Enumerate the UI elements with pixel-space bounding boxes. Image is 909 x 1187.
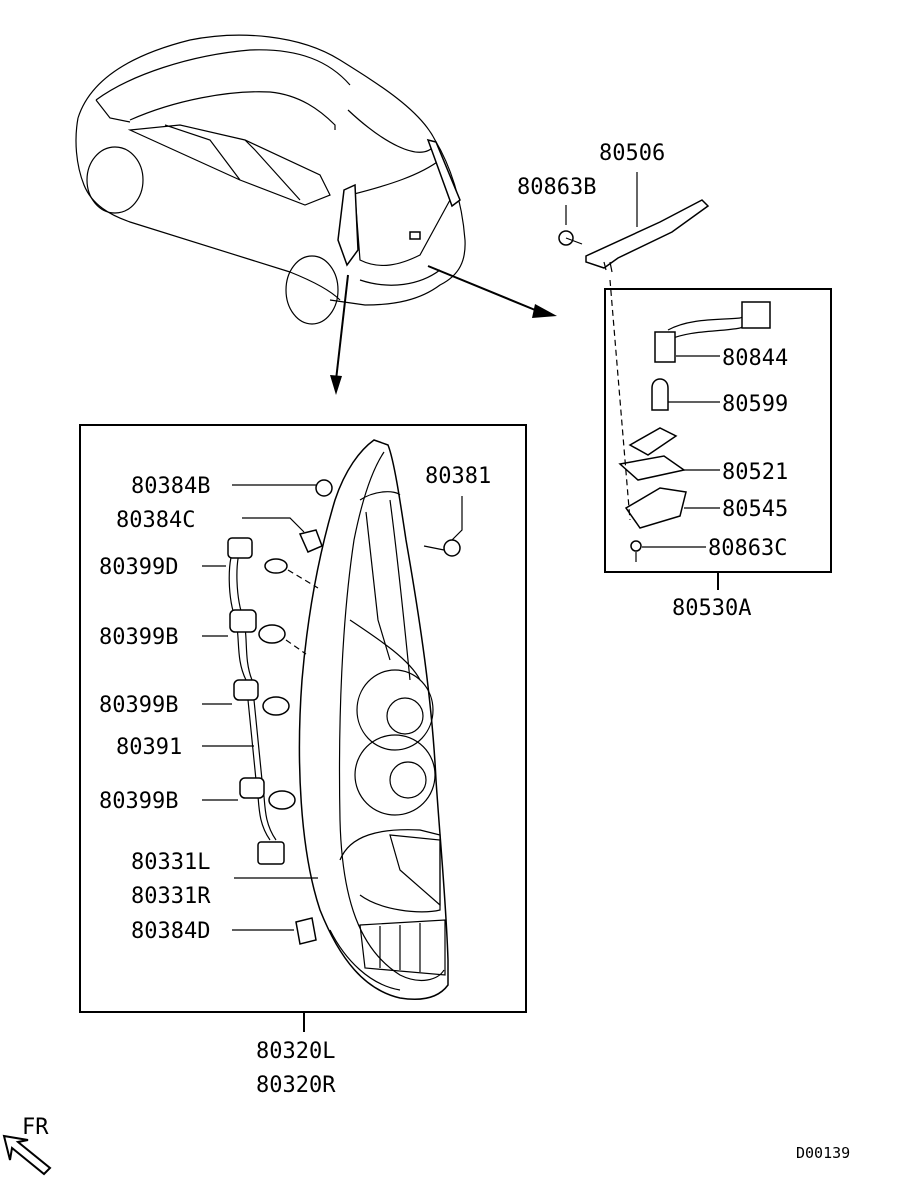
license-lamp-assembly [558, 172, 832, 590]
screw-icon [558, 205, 583, 246]
label-80384C: 80384C [116, 508, 195, 533]
connector-part [741, 301, 771, 329]
label-80521: 80521 [722, 460, 788, 485]
label-80384B: 80384B [131, 474, 210, 499]
socket-part [654, 331, 676, 363]
screw-icon [630, 540, 706, 562]
label-80863C: 80863C [708, 536, 787, 561]
label-80399B-1: 80399B [99, 625, 178, 650]
label-80399B-2: 80399B [99, 693, 178, 718]
tail-lamp-assembly [79, 424, 527, 1032]
label-80399B-3: 80399B [99, 789, 178, 814]
label-80384D: 80384D [131, 919, 210, 944]
lamp-housing-part [628, 427, 678, 456]
bulb-icon [651, 378, 720, 411]
label-80331L: 80331L [131, 850, 210, 875]
lens-part [624, 487, 687, 529]
socket-part [227, 537, 253, 559]
socket-part [239, 777, 265, 799]
bulb-icon [264, 558, 288, 574]
part-labels: 80506 80863B 80844 80599 80521 80545 808… [22, 141, 850, 1162]
label-80545: 80545 [722, 497, 788, 522]
label-80331R: 80331R [131, 884, 211, 909]
gasket-part [618, 455, 686, 481]
socket-part [229, 609, 257, 633]
label-80391: 80391 [116, 735, 182, 760]
tail-lamp-body [298, 439, 449, 1000]
label-80381: 80381 [425, 464, 491, 489]
license-lamp-box [604, 288, 832, 573]
pointer-arrows [330, 265, 557, 395]
car-illustration [75, 34, 466, 325]
screw-icon [423, 496, 463, 557]
screw-icon [232, 479, 333, 497]
clip-icon [232, 917, 317, 945]
label-80506: 80506 [599, 141, 665, 166]
bulb-icon [268, 790, 296, 810]
label-80844: 80844 [722, 346, 788, 371]
bulb-icon [262, 696, 290, 716]
direction-label: FR [22, 1115, 49, 1140]
front-direction-arrow-icon [2, 1134, 52, 1176]
diagram-code: D00139 [796, 1144, 850, 1162]
bracket-part [585, 199, 710, 269]
label-80320R: 80320R [256, 1073, 336, 1098]
socket-part [233, 679, 259, 701]
label-80530A: 80530A [672, 596, 751, 621]
label-80599: 80599 [722, 392, 788, 417]
label-80863B: 80863B [517, 175, 596, 200]
label-80399D: 80399D [99, 555, 178, 580]
label-80320L: 80320L [256, 1039, 335, 1064]
bulb-icon [258, 624, 286, 644]
clip-icon [242, 517, 323, 553]
connector-part [257, 841, 285, 865]
